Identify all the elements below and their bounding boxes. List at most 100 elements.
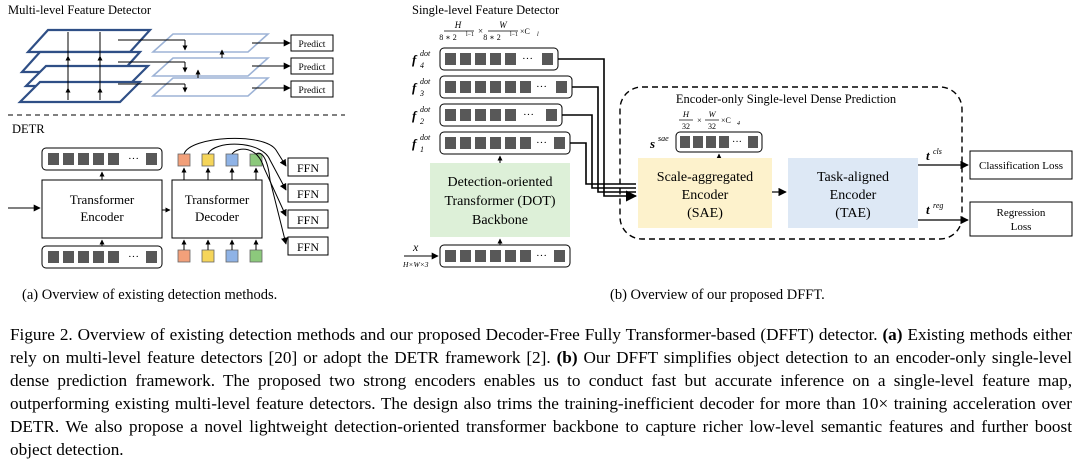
label-t-cls: t: [926, 148, 930, 163]
lateral-plane-1: [150, 33, 271, 53]
architecture-diagram: Multi-level Feature Detector Predict Pre…: [8, 3, 1073, 303]
svg-text:sae: sae: [658, 134, 669, 143]
svg-text:FFN: FFN: [297, 187, 319, 201]
tae-box: [788, 158, 918, 228]
svg-text:4: 4: [737, 120, 740, 127]
svg-text:···: ···: [732, 137, 742, 148]
decoder-line-1: Transformer: [185, 192, 250, 207]
svg-text:4: 4: [420, 61, 424, 70]
feature-pyramid: [17, 28, 153, 104]
svg-text:cls: cls: [933, 147, 942, 156]
figure-caption: Figure 2. Overview of existing detection…: [10, 323, 1072, 461]
svg-text:FFN: FFN: [297, 240, 319, 254]
lateral-plane-2: [150, 57, 271, 77]
query-to-ffn-arrows: [183, 137, 288, 245]
tae-outputs: t cls t reg: [918, 147, 969, 225]
regression-loss-line-2: Loss: [1011, 221, 1032, 233]
lateral-planes: [118, 33, 291, 97]
feature-row-f1: ···: [439, 131, 571, 155]
svg-text:···: ···: [536, 250, 547, 262]
svg-text:×: ×: [697, 115, 702, 125]
label-f4: f: [412, 52, 418, 67]
svg-text:reg: reg: [933, 201, 943, 210]
svg-text:W: W: [708, 109, 716, 119]
svg-text:dot: dot: [420, 49, 431, 58]
encoder-line-1: Transformer: [70, 192, 135, 207]
sae-line-3: (SAE): [687, 206, 723, 221]
encoder-line-2: Encoder: [80, 209, 124, 224]
object-queries-bottom: [177, 239, 263, 263]
sae-line-1: Scale-aggregated: [657, 170, 753, 185]
svg-text:FFN: FFN: [297, 161, 319, 175]
input-image-tokens: ···: [439, 244, 571, 268]
subcaption-b: (b) Overview of our proposed DFFT.: [610, 287, 825, 303]
backbone-line-3: Backbone: [472, 213, 528, 228]
svg-text:FFN: FFN: [297, 213, 319, 227]
svg-text:3: 3: [419, 89, 424, 98]
sae-box: [638, 158, 772, 228]
tae-line-2: Encoder: [830, 188, 877, 203]
label-f2: f: [412, 108, 418, 123]
multi-level-title: Multi-level Feature Detector: [8, 3, 152, 17]
feature-labels: f dot 4 f dot 3 f dot 2 f dot 1: [412, 49, 431, 154]
ffn-box-2: [287, 183, 329, 203]
backbone-line-2: Transformer (DOT): [444, 194, 555, 209]
sae-shape-formula: H 32 × W 32 ×C 4: [679, 109, 740, 131]
classification-loss-label: Classification Loss: [979, 160, 1063, 172]
ffn-boxes: FFN FFN FFN FFN: [287, 157, 329, 256]
lateral-plane-3: [150, 77, 271, 97]
svg-text:×C: ×C: [520, 27, 530, 36]
svg-text:···: ···: [522, 53, 533, 65]
detr-title: DETR: [12, 122, 45, 136]
svg-text:dot: dot: [420, 77, 431, 86]
svg-text:8 ∗ 2: 8 ∗ 2: [483, 33, 500, 42]
svg-text:···: ···: [523, 109, 534, 121]
predict-box-1: [290, 34, 334, 52]
svg-text:l−1: l−1: [510, 32, 518, 38]
encoder-only-region: [619, 86, 963, 240]
regression-loss-box: [969, 201, 1073, 237]
dot-backbone-box: [430, 163, 570, 237]
svg-text:×C: ×C: [721, 116, 731, 125]
sae-line-2: Encoder: [682, 188, 729, 203]
svg-text:2: 2: [420, 117, 424, 126]
predict-label-1: Predict: [299, 40, 326, 50]
ffn-box-4: [287, 236, 329, 256]
caption-part-1: Figure 2. Overview of existing detection…: [10, 325, 883, 344]
svg-text:H: H: [682, 109, 690, 119]
svg-text:32: 32: [708, 122, 716, 131]
ffn-box-3: [287, 209, 329, 229]
feature-row-f3: ···: [439, 75, 573, 99]
tae-line-1: Task-aligned: [817, 170, 889, 185]
encoder-in-dots: ···: [128, 251, 139, 263]
predict-label-3: Predict: [299, 86, 326, 96]
top-shape-formula: H 8 ∗ 2 l−1 × W 8 ∗ 2 l−1 ×C l: [439, 20, 539, 42]
label-f1: f: [412, 136, 418, 151]
pyramid-plane-1: [25, 28, 153, 54]
svg-text:dot: dot: [420, 105, 431, 114]
svg-text:···: ···: [536, 137, 547, 149]
caption-label-b: (b): [556, 348, 578, 367]
feature-token-rows: ··· ··· ···: [439, 47, 573, 155]
encoder-only-title: Encoder-only Single-level Dense Predicti…: [676, 92, 897, 106]
svg-text:···: ···: [536, 81, 547, 93]
predict-boxes: Predict Predict Predict: [290, 34, 334, 98]
pyramid-plane-4: [17, 80, 143, 104]
predict-box-2: [290, 57, 334, 75]
svg-text:8 ∗ 2: 8 ∗ 2: [439, 33, 456, 42]
predict-box-3: [290, 80, 334, 98]
decoder-line-2: Decoder: [195, 209, 240, 224]
feature-row-f4: ···: [439, 47, 559, 71]
label-s-sae: s: [649, 136, 655, 151]
subcaption-a: (a) Overview of existing detection metho…: [22, 287, 277, 303]
svg-text:32: 32: [682, 122, 690, 131]
detr-encoder-output-tokens: ···: [41, 147, 163, 171]
caption-part-2: Existing methods either rely on multi-le…: [10, 325, 1072, 367]
svg-text:dot: dot: [420, 133, 431, 142]
ffn-box-1: [287, 157, 329, 177]
feature-row-f2: ···: [439, 103, 563, 127]
predict-label-2: Predict: [299, 63, 326, 73]
input-shape-label: H×W×3: [402, 260, 429, 269]
caption-part-3: Our DFFT simplifies object detection to …: [10, 348, 1072, 459]
encoder-out-dots: ···: [128, 153, 139, 165]
